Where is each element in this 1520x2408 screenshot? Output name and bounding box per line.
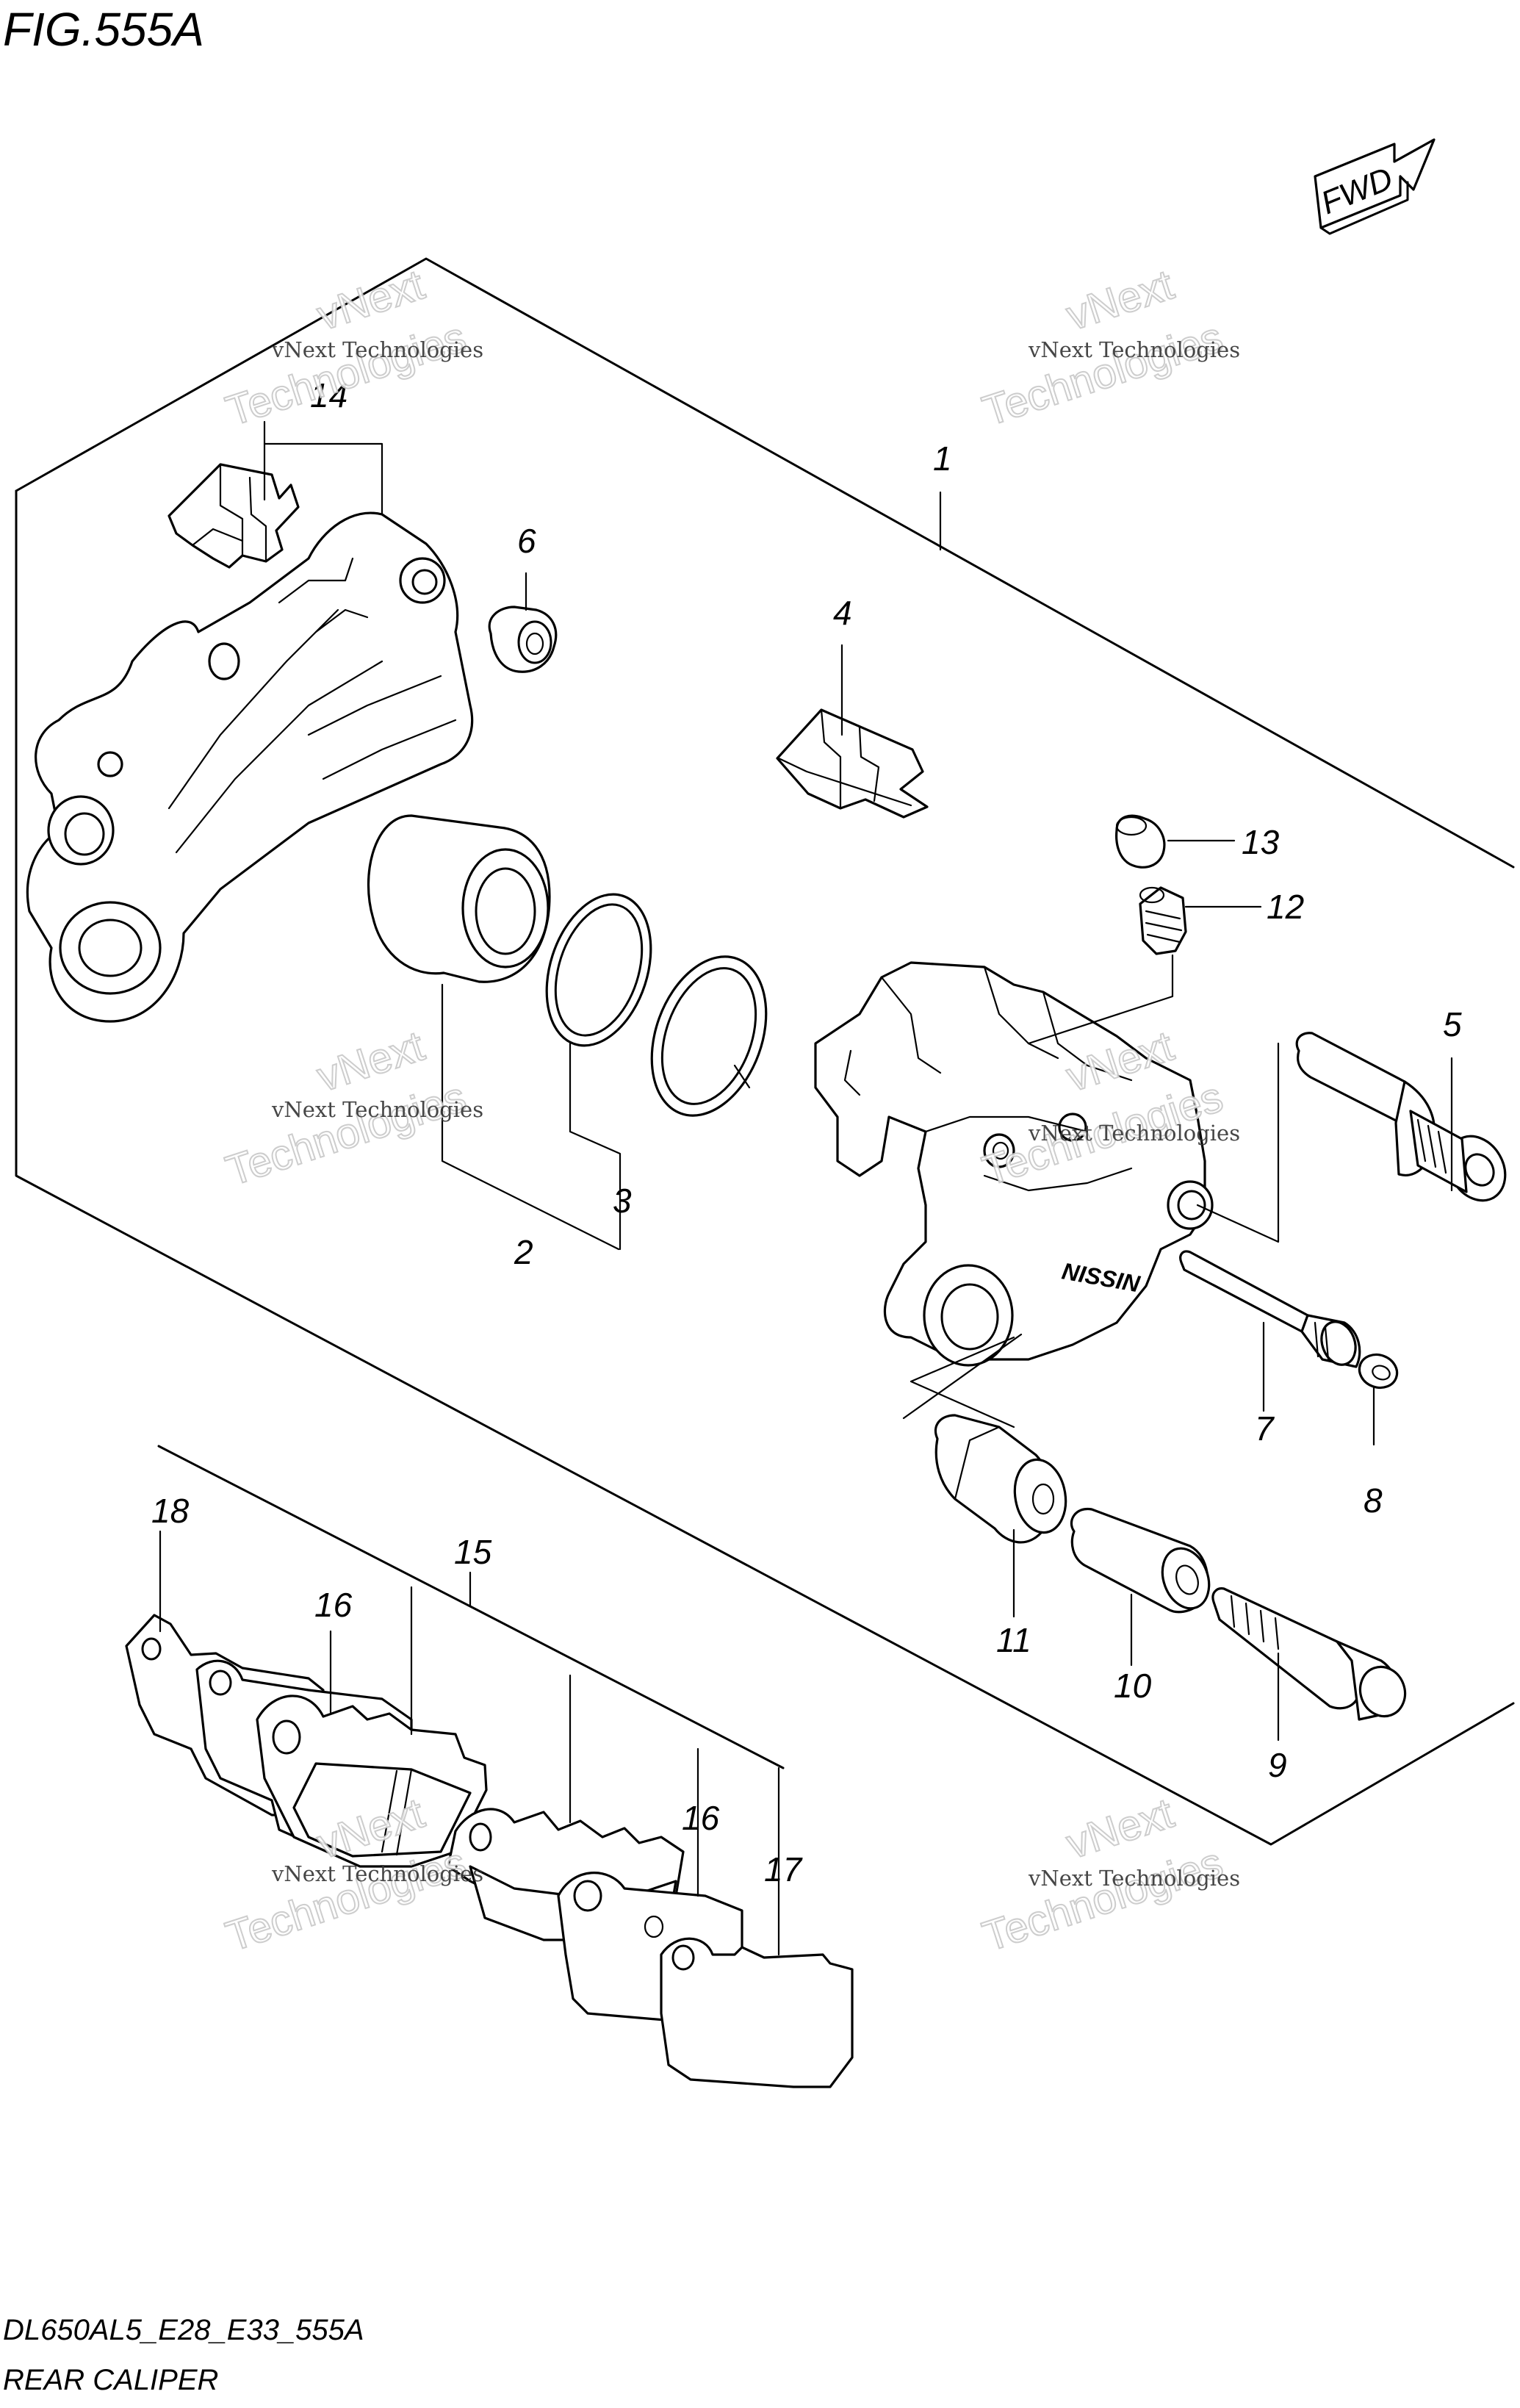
watermark-mid-left: vNext Technologies vNext Technologies: [220, 1021, 483, 1196]
slide-pin: [1295, 1032, 1507, 1202]
slide-boot: [934, 1414, 1067, 1544]
callout-6: 6: [517, 522, 536, 560]
callout-1: 1: [933, 439, 952, 478]
callout-15: 15: [454, 1533, 492, 1571]
pin-plug: [1358, 1353, 1399, 1390]
callout-11: 11: [996, 1621, 1031, 1659]
watermark-bottom-right: vNext Technologies vNext Technologies: [976, 1789, 1240, 1962]
assembly-frame: [15, 257, 1515, 1846]
callout-3: 3: [613, 1182, 632, 1220]
callout-5: 5: [1443, 1005, 1462, 1043]
callout-9: 9: [1268, 1746, 1287, 1784]
callout-8: 8: [1364, 1481, 1383, 1520]
piston-seals: [545, 893, 768, 1117]
bleeder-valve: [1139, 886, 1187, 955]
watermark-top-right: vNext Technologies vNext Technologies: [976, 260, 1240, 436]
watermark-text: vNext Technologies: [1028, 1121, 1240, 1146]
caliper-bracket: [26, 511, 474, 1023]
callout-14: 14: [310, 376, 347, 414]
callout-17: 17: [764, 1850, 803, 1888]
callout-10: 10: [1114, 1667, 1152, 1705]
callout-18: 18: [151, 1492, 190, 1530]
pad-shim-front: [660, 1937, 854, 2088]
pad-spring: [776, 708, 929, 819]
watermark-text: vNext Technologies: [271, 1861, 483, 1886]
callout-labels: 1 2 3 4 5 6 7 8 9 10 11 12 13 14 15 16 1…: [151, 376, 1462, 1888]
pin-boot: [488, 605, 558, 673]
pad-spring-clip: [168, 463, 300, 569]
callout-4: 4: [833, 594, 852, 632]
watermark-text: vNext Technologies: [1028, 337, 1240, 362]
slide-sleeve: [1070, 1507, 1211, 1614]
callout-7: 7: [1255, 1409, 1275, 1448]
footer-drawing-code: DL650AL5_E28_E33_555A: [3, 2314, 364, 2346]
callout-16-right: 16: [682, 1799, 720, 1837]
watermark-brand-1: vNext: [1061, 261, 1179, 340]
callout-2: 2: [514, 1233, 533, 1271]
watermark-text: vNext Technologies: [271, 1097, 483, 1122]
caliper-body: NISSIN: [814, 961, 1214, 1367]
figure-title: FIG.555A: [3, 3, 204, 56]
brake-pad-left: [256, 1694, 488, 1868]
bleeder-cap: [1115, 814, 1166, 869]
watermark-text: vNext Technologies: [271, 337, 483, 362]
forward-arrow-icon: FWD: [1314, 138, 1436, 235]
pad-pin: [1179, 1250, 1361, 1368]
callout-16-left: 16: [314, 1586, 353, 1624]
watermark-text: vNext Technologies: [1028, 1866, 1240, 1891]
leader-lines: [159, 420, 1453, 1956]
watermark-top-left: vNext Technologies vNext Technologies: [220, 260, 483, 436]
watermark-brand-2: Technologies: [977, 313, 1228, 435]
caliper-piston: [367, 814, 551, 983]
callout-12: 12: [1267, 888, 1304, 926]
callout-13: 13: [1242, 823, 1280, 861]
caliper-bolt: [1211, 1587, 1407, 1721]
footer-figure-name: REAR CALIPER: [3, 2364, 218, 2396]
